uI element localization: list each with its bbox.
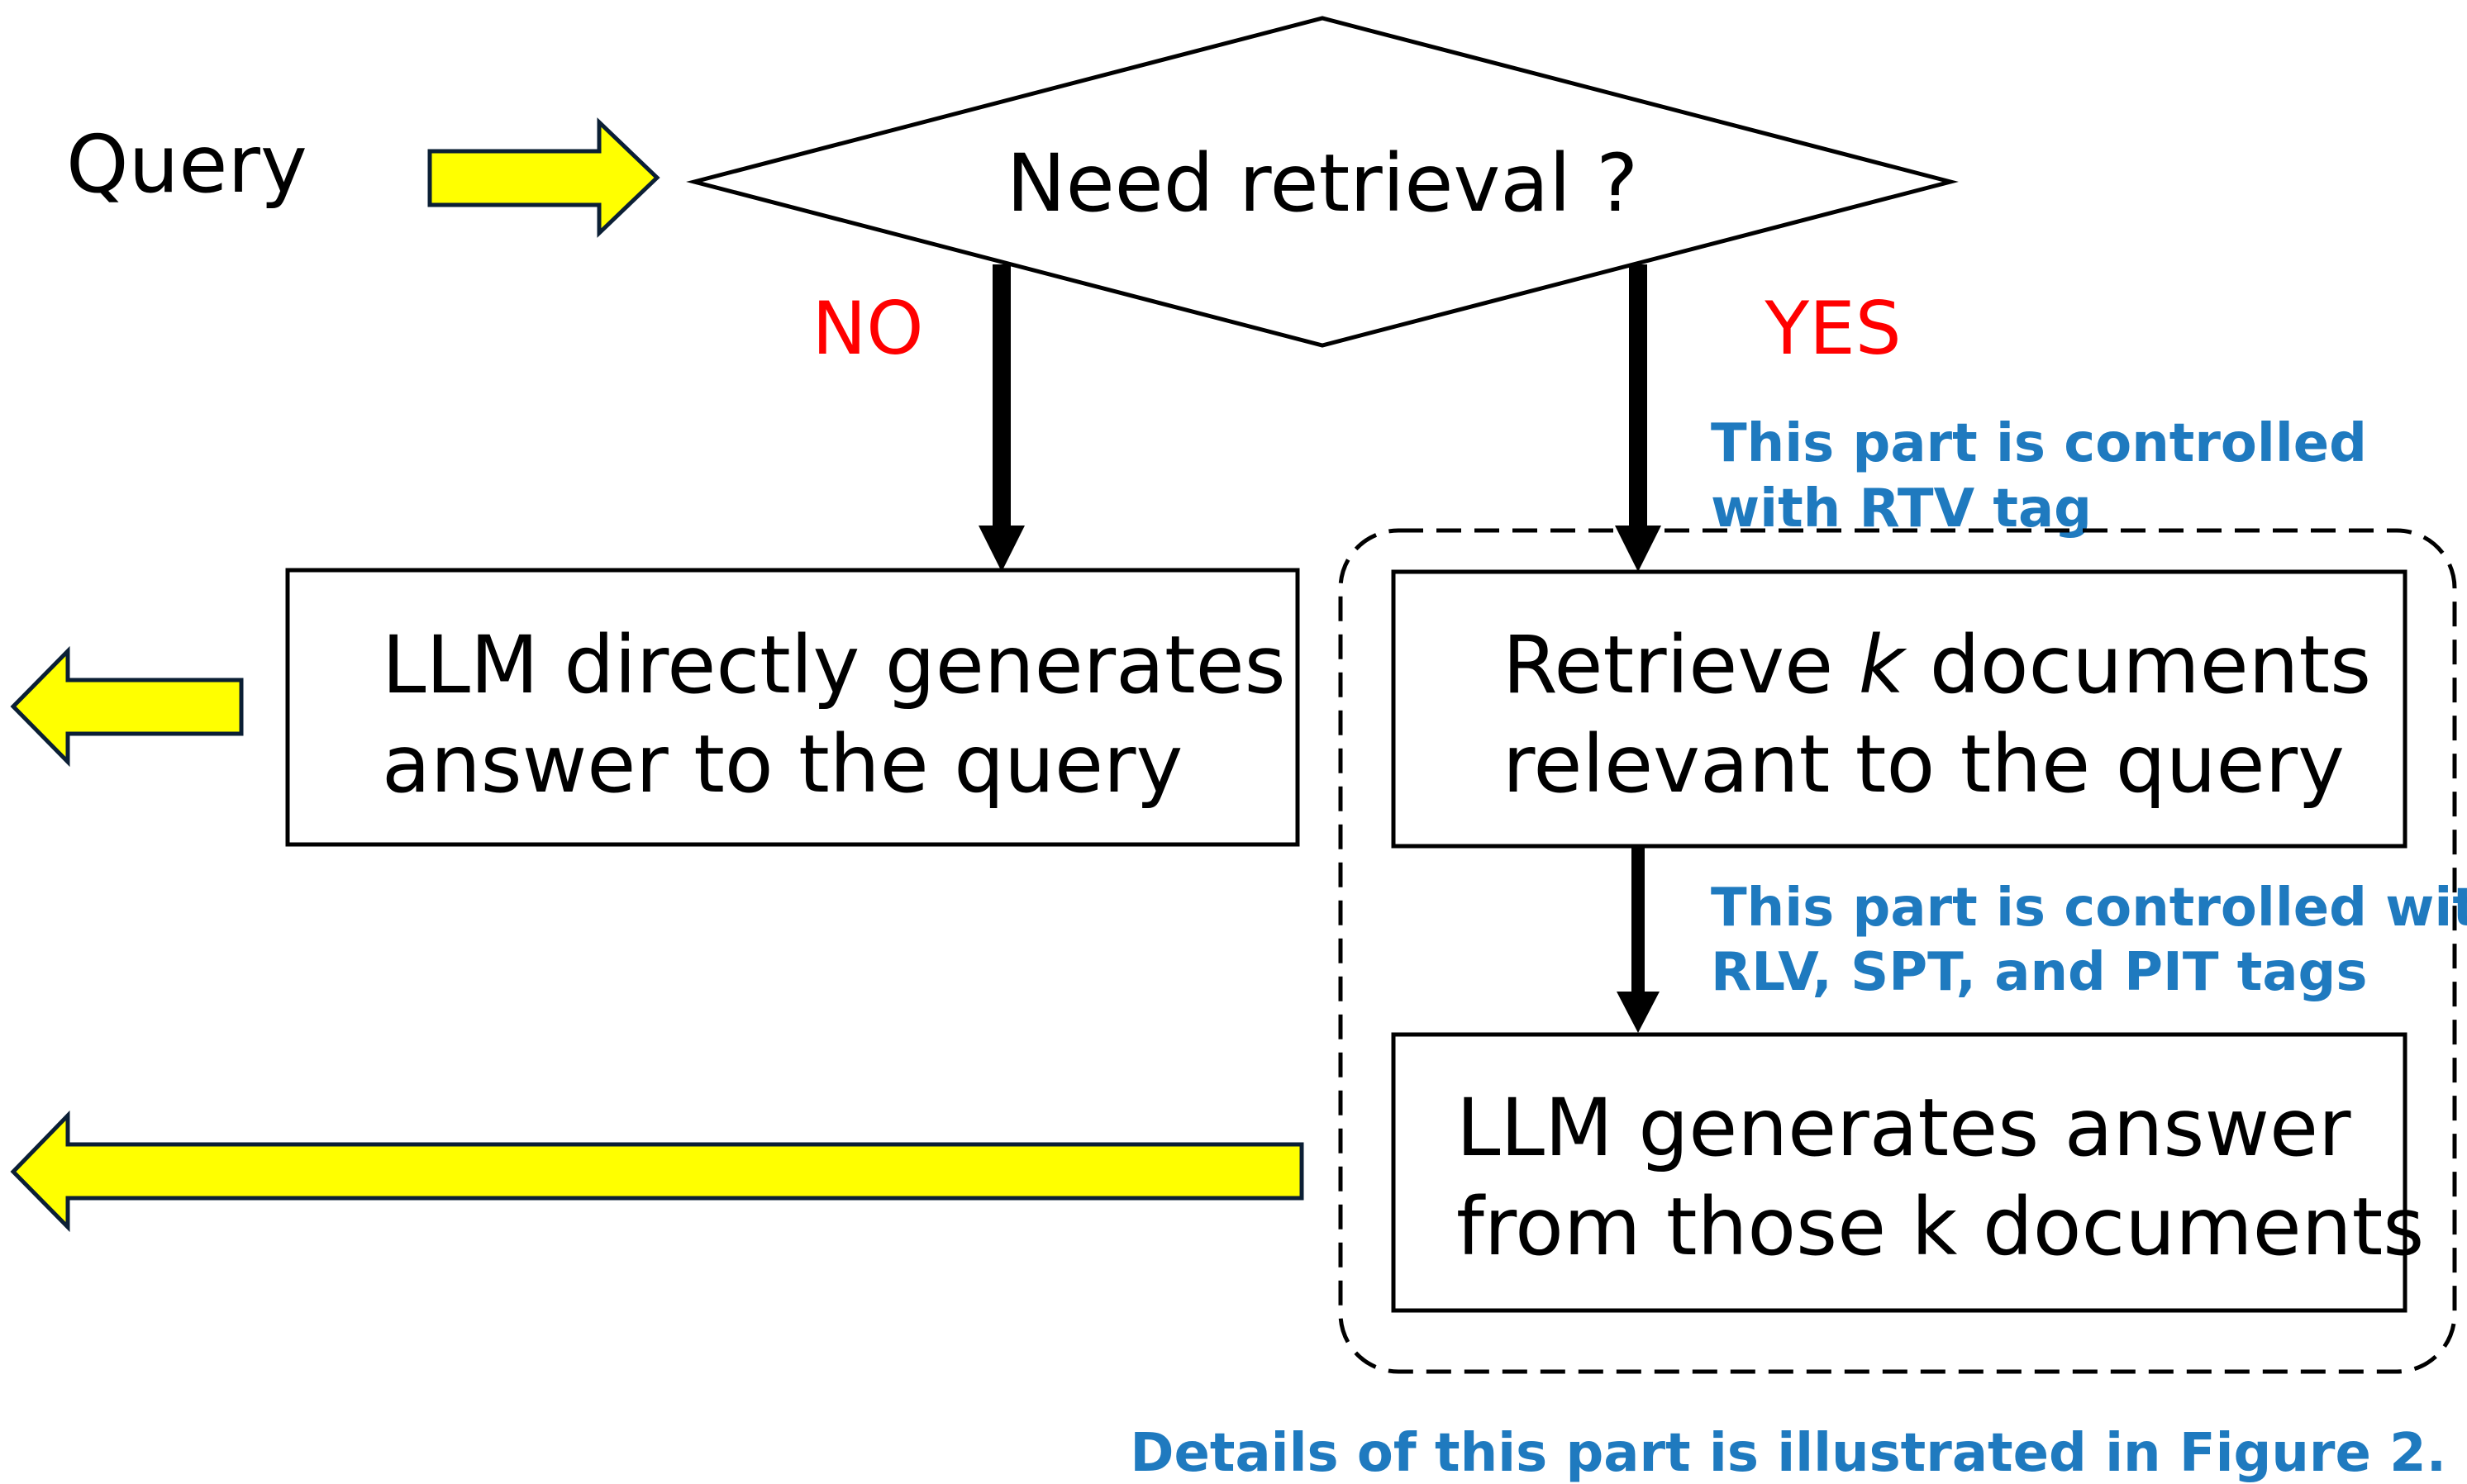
yes-branch-arrow-head: [1615, 526, 1661, 572]
retrieve-line1-post: documents: [1904, 619, 2371, 711]
rtv-note: This part is controlled with RTV tag: [0, 0, 2459, 540]
direct-answer-line2: answer to the query: [382, 718, 1183, 811]
no-branch-label: NO: [812, 286, 923, 371]
query-input-arrow: [427, 117, 660, 238]
direct-output-arrow: [10, 645, 244, 768]
direct-answer-box: [285, 568, 1300, 847]
retrieve-line2: relevant to the query: [1503, 718, 2345, 811]
generate-answer-text: LLM generates answer from those k docume…: [1456, 1082, 2424, 1273]
retrieval-region-dashed-box: [1338, 528, 2457, 1374]
decision-diamond: [686, 16, 1959, 348]
generate-answer-box: [1391, 1032, 2407, 1313]
rlv-note: This part is controlled with RLV, SPT, a…: [1711, 878, 2467, 1003]
retrieve-documents-box: [1391, 569, 2407, 849]
retrieve-line1-pre: Retrieve: [1503, 619, 1859, 711]
rlv-note-line2: RLV, SPT, and PIT tags: [1711, 942, 2367, 1003]
retrieve-documents-text: Retrieve k documents relevant to the que…: [1503, 619, 2371, 811]
generate-line1: LLM generates answer: [1456, 1082, 2351, 1174]
direct-answer-line1: LLM directly generates: [382, 619, 1286, 711]
direct-answer-text: LLM directly generates answer to the que…: [0, 0, 1412, 811]
yes-branch-label: YES: [1764, 286, 1901, 371]
query-label: Query: [66, 118, 307, 211]
rlv-note-line1: This part is controlled with: [1711, 878, 2467, 939]
retrieve-to-generate-arrow-head: [1617, 992, 1660, 1033]
rtv-note-line1: This part is controlled: [1711, 413, 2367, 474]
decision-label: Need retrieval ?: [1007, 137, 1638, 230]
generate-output-arrow: [10, 1110, 1304, 1233]
footer-note: Details of this part is illustrated in F…: [1130, 1423, 2446, 1484]
generate-line2: from those k documents: [1456, 1181, 2424, 1273]
no-branch-arrow-head: [979, 526, 1025, 572]
retrieve-line1-k: k: [1859, 619, 1907, 711]
